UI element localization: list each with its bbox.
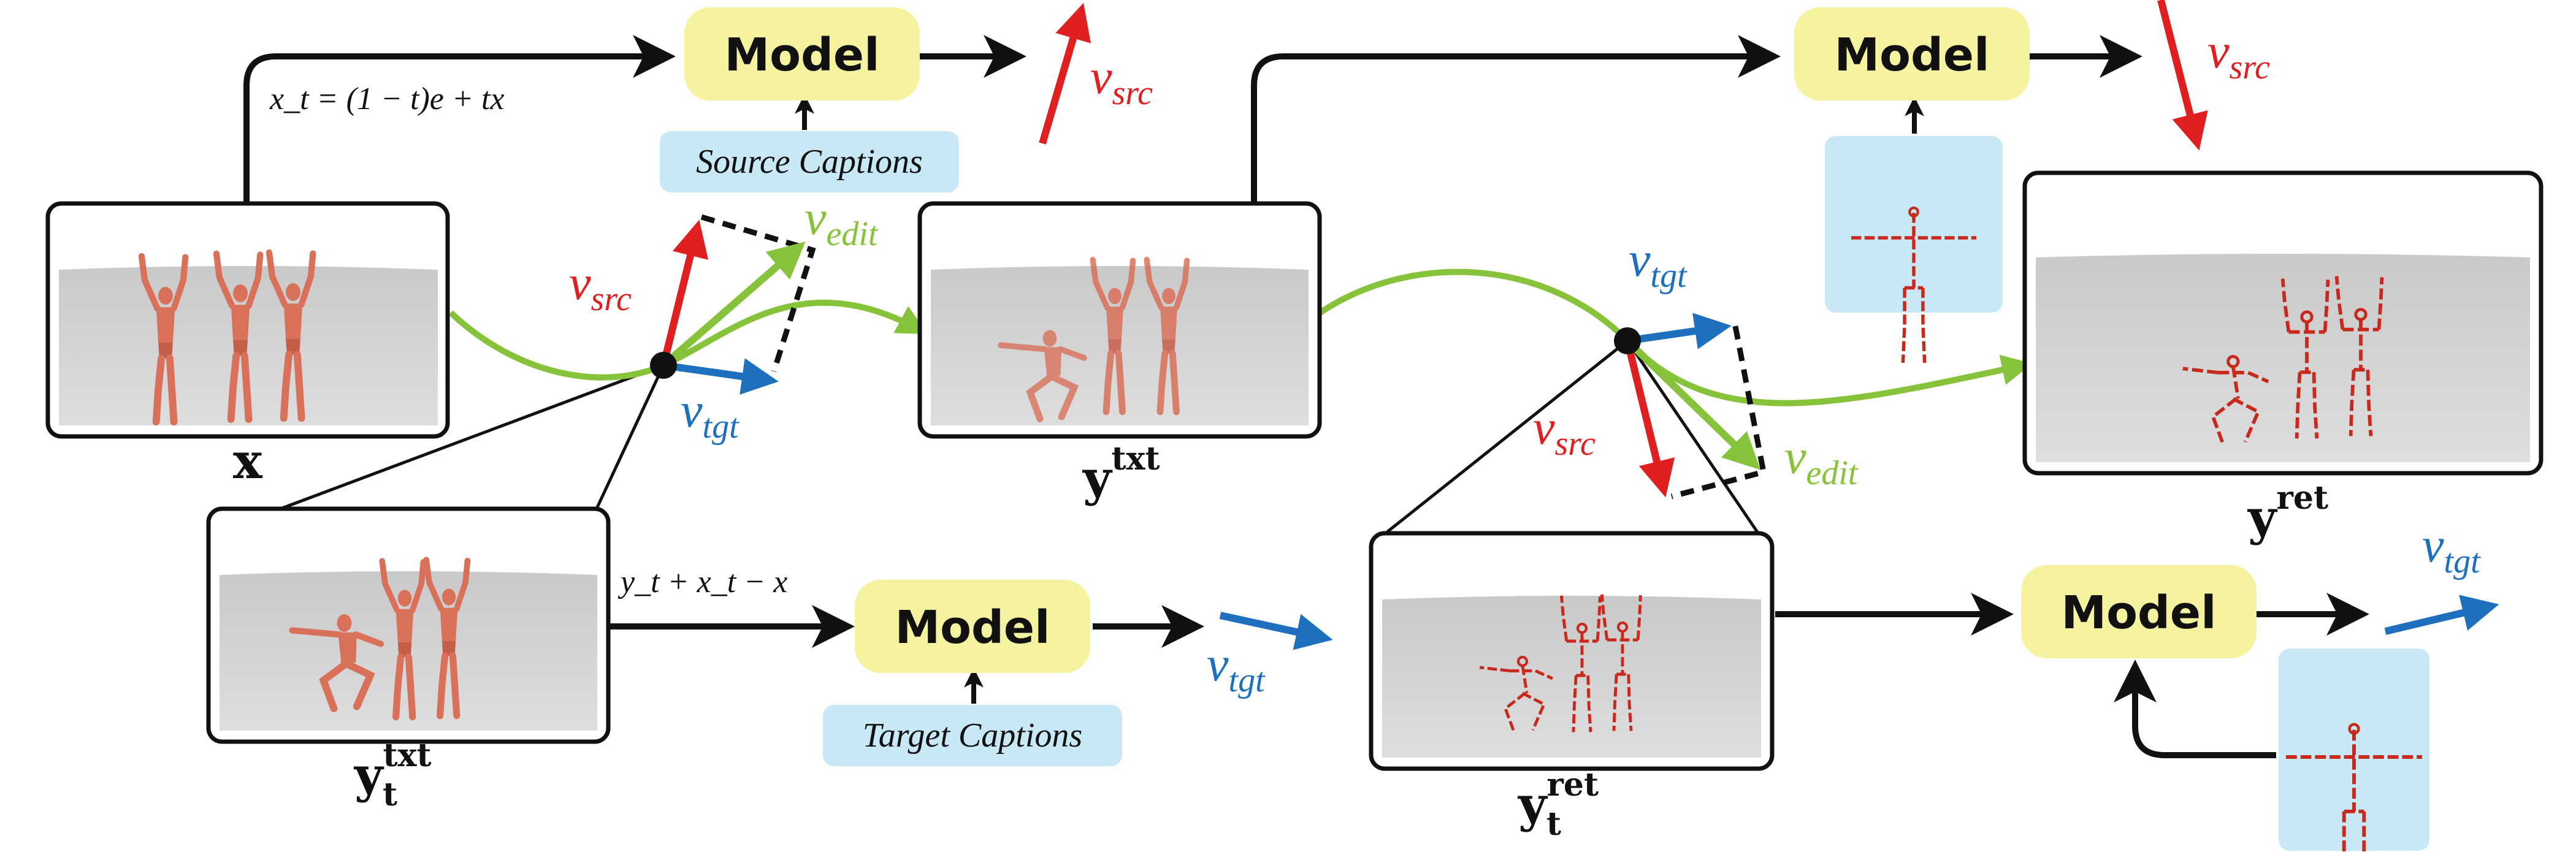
svg-text:vsrc: vsrc: [569, 256, 632, 318]
svg-text:t: t: [383, 776, 397, 813]
vsrc-arrow-top-right: [2157, 0, 2208, 151]
label-yt-ret: yret t: [1517, 766, 1599, 843]
zoom-line-right: [1386, 340, 1759, 533]
vtgt-label-bottom-left: vtgt: [1207, 637, 1266, 699]
vsrc-label-left: vsrc: [569, 256, 632, 318]
label-yt-txt: ytxt t: [353, 737, 432, 813]
svg-text:ytxt: ytxt: [1082, 440, 1160, 507]
svg-text:vtgt: vtgt: [1207, 637, 1266, 699]
target-captions-box: Target Captions: [823, 705, 1122, 766]
connector-skeleton-to-model-bottom: [2114, 660, 2276, 758]
model-box-top-left: Model: [684, 7, 920, 101]
svg-text:vtgt: vtgt: [2422, 519, 2481, 580]
svg-text:yret: yret: [2247, 479, 2328, 546]
svg-text:vtgt: vtgt: [1629, 233, 1687, 295]
vtgt-arrow-bottom-left: [1219, 612, 1333, 650]
svg-text:vsrc: vsrc: [1533, 401, 1596, 463]
motion-frame-ytxt: [917, 201, 1322, 439]
label-yret: yret: [2247, 479, 2328, 546]
vector-diagram-right: [1614, 313, 1767, 500]
vedit-label-left: vedit: [805, 191, 879, 253]
vtgt-arrow-bottom-right: [2384, 595, 2499, 635]
vector-diagram-left: [650, 214, 816, 395]
label-ytxt: ytxt: [1082, 440, 1160, 507]
connector-ytxt-to-model: [1251, 35, 1781, 203]
motion-frame-x: [45, 201, 450, 439]
zoom-line-left: [277, 363, 665, 512]
motion-frame-yt-ret: [1369, 531, 1775, 771]
svg-text:vtgt: vtgt: [681, 384, 740, 446]
skeleton-icon-top: [1825, 136, 2003, 363]
vsrc-label-top-right: vsrc: [2207, 25, 2270, 86]
vsrc-label-top-left: vsrc: [1090, 50, 1153, 112]
svg-text:vsrc: vsrc: [2207, 25, 2270, 86]
source-captions-box: Source Captions: [660, 131, 959, 192]
connector-x-to-model: [243, 35, 676, 203]
vtgt-label-bottom-right: vtgt: [2422, 519, 2481, 580]
vsrc-label-right: vsrc: [1533, 401, 1596, 463]
model-label: Model: [2061, 587, 2216, 639]
motion-frame-yret: [2022, 170, 2544, 476]
svg-text:t: t: [1546, 805, 1561, 843]
equation-target-input: y_t + x_t − x: [617, 565, 787, 599]
svg-text:vedit: vedit: [1784, 430, 1859, 492]
source-captions-label: Source Captions: [696, 143, 923, 181]
svg-text:ytxt: ytxt: [353, 737, 432, 804]
equation-interpolation: x_t = (1 − t)e + tx: [269, 82, 504, 116]
model-label: Model: [895, 601, 1050, 654]
model-box-bottom-right: Model: [2021, 565, 2257, 658]
vsrc-arrow-top-left: [1039, 2, 1091, 145]
vtgt-label-right: vtgt: [1629, 233, 1687, 295]
svg-text:vsrc: vsrc: [1090, 50, 1153, 112]
svg-text:yret: yret: [1517, 766, 1599, 833]
model-box-top-right: Model: [1794, 7, 2030, 101]
model-label: Model: [1834, 29, 1989, 82]
model-label: Model: [724, 29, 879, 82]
vedit-label-right: vedit: [1784, 430, 1859, 492]
vtgt-label-left: vtgt: [681, 384, 740, 446]
svg-text:vedit: vedit: [805, 191, 879, 253]
motion-frame-yt-txt: [206, 506, 611, 744]
target-captions-label: Target Captions: [863, 717, 1082, 755]
label-x: x: [233, 432, 263, 490]
skeleton-icon-bottom: [2279, 649, 2429, 852]
model-box-bottom-left: Model: [855, 580, 1090, 673]
